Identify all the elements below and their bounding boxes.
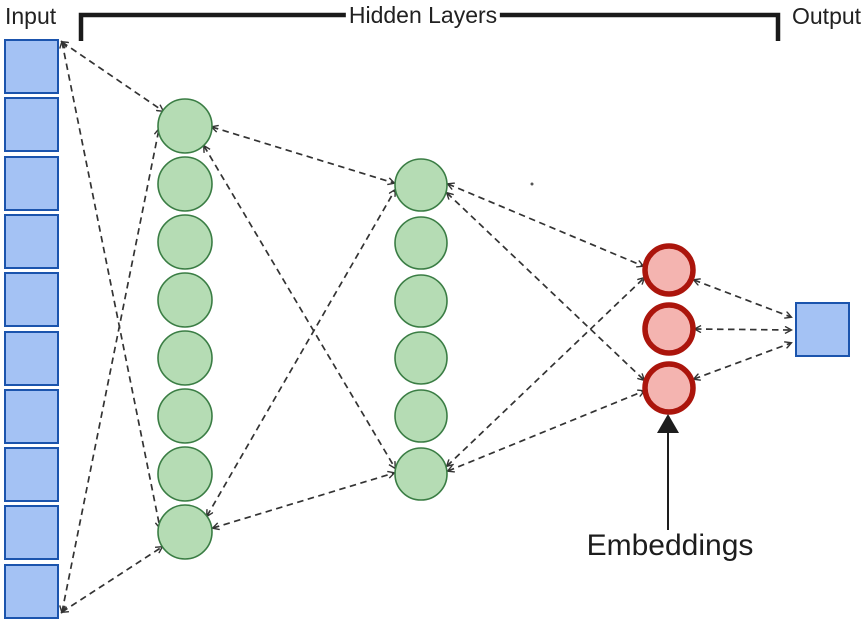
stray-speck — [530, 182, 534, 186]
hidden2-node — [394, 331, 448, 385]
input-node — [4, 331, 59, 386]
connector-line — [694, 343, 791, 379]
embedding-node — [642, 361, 696, 415]
embedding-node — [642, 302, 696, 356]
connector-line — [62, 42, 160, 528]
hidden1-node — [157, 330, 213, 386]
hidden-layers-label: Hidden Layers — [345, 2, 501, 29]
hidden2-node — [394, 274, 448, 328]
hidden1-node — [157, 156, 213, 212]
connector-line — [694, 280, 791, 317]
connector-line — [213, 473, 394, 528]
hidden2-node — [394, 389, 448, 443]
connector-line — [62, 42, 163, 111]
input-node — [4, 39, 59, 94]
connector-line — [207, 190, 395, 516]
embeddings-arrowhead — [657, 414, 679, 433]
output-label: Output — [792, 3, 862, 29]
input-node — [4, 447, 59, 502]
hidden2-node — [394, 216, 448, 270]
connector-line — [62, 547, 162, 612]
connector-line — [448, 391, 644, 471]
connector-line — [212, 127, 394, 183]
connector-line — [447, 193, 644, 380]
connector-line — [695, 329, 791, 330]
hidden1-node — [157, 98, 213, 154]
input-label: Input — [5, 3, 57, 29]
connector-line — [62, 129, 159, 612]
hidden2-node — [394, 447, 448, 501]
connector-line — [447, 278, 644, 466]
hidden1-node — [157, 504, 213, 560]
hidden1-node — [157, 272, 213, 328]
input-node — [4, 156, 59, 211]
output-node — [795, 302, 850, 357]
connector-line — [448, 184, 643, 266]
embeddings-label: Embeddings — [586, 529, 754, 562]
hidden2-node — [394, 158, 448, 212]
input-node — [4, 97, 59, 152]
connector-line — [204, 146, 395, 468]
input-node — [4, 564, 59, 619]
input-node — [4, 505, 59, 560]
input-node — [4, 389, 59, 444]
input-node — [4, 214, 59, 269]
hidden1-node — [157, 446, 213, 502]
embedding-node — [642, 243, 696, 297]
input-node — [4, 272, 59, 327]
hidden1-node — [157, 214, 213, 270]
hidden1-node — [157, 388, 213, 444]
